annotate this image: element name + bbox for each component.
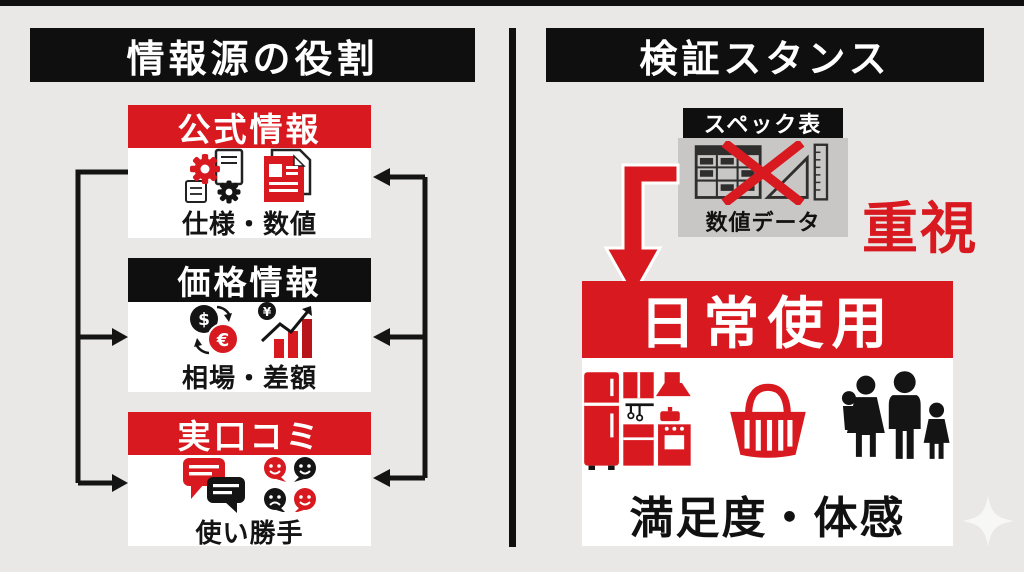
official-info-header: 公式情報 (128, 105, 371, 149)
chat-bubbles-icon (182, 458, 245, 513)
price-info-caption: 相場・差額 (181, 364, 317, 394)
reviews-icons (128, 455, 371, 513)
red-down-arrow (603, 163, 680, 300)
arrowhead-into-reviews (112, 474, 128, 492)
red-gear-icon (189, 154, 220, 184)
svg-text:¥: ¥ (262, 305, 271, 319)
daily-use-caption: 満足度・体感 (629, 493, 906, 544)
panel-divider (509, 28, 516, 547)
grin-red-emoji (293, 488, 316, 512)
currency-exchange-icon: $ € (189, 305, 239, 355)
sparkle-icon (962, 495, 1014, 547)
official-info-caption: 仕様・数値 (181, 210, 317, 240)
price-info-icons: $ € ¥ (128, 302, 371, 358)
spec-sheet-body: 数値データ (678, 138, 848, 237)
emphasis-text: 重視 (862, 197, 978, 262)
daily-use-icons (582, 358, 953, 482)
official-info-icons (128, 148, 371, 204)
happy-red-emoji (263, 457, 286, 482)
reviews-label: 実口コミ (177, 416, 322, 456)
daily-use-label: 日常使用 (639, 292, 896, 357)
svg-text:€: € (215, 330, 229, 351)
ruler-icon (813, 143, 829, 201)
spec-table-crossed-icon (694, 141, 829, 205)
svg-text:$: $ (198, 310, 210, 330)
official-info-label: 公式情報 (177, 109, 322, 149)
red-document-icon (263, 148, 311, 202)
daily-use-header: 日常使用 (582, 281, 953, 358)
spec-sheet-caption: 数値データ (705, 211, 821, 236)
gears-document-icon (184, 148, 243, 204)
reviews-header: 実口コミ (128, 412, 371, 456)
black-gear-icon (217, 180, 240, 204)
top-border-bar (0, 0, 1024, 6)
reviews-body: 使い勝手 (128, 455, 371, 549)
bar-chart-growth-icon: ¥ (257, 302, 312, 358)
red-cross-icon (721, 141, 805, 205)
right-panel-title: 検証スタンス (546, 28, 984, 82)
arrowhead-into-official (373, 168, 390, 186)
official-info-body: 仕様・数値 (128, 148, 371, 240)
arrowhead-into-reviews-right (373, 469, 390, 487)
spec-sheet-label: スペック表 (703, 113, 823, 138)
family-icon (842, 371, 951, 459)
left-panel-title: 情報源の役割 (30, 28, 475, 82)
left-panel-title-text: 情報源の役割 (126, 36, 379, 81)
price-info-label: 価格情報 (177, 263, 322, 302)
shopping-basket-icon (729, 383, 806, 458)
spec-sheet-header: スペック表 (683, 108, 843, 138)
happy-black-emoji (293, 457, 316, 482)
arrowhead-into-price-right (373, 328, 390, 346)
arrowhead-into-price (112, 328, 128, 346)
sad-black-emoji (263, 488, 286, 512)
kitchen-appliances-icon (584, 372, 691, 470)
emoji-reactions-icon (263, 457, 316, 512)
reviews-caption: 使い勝手 (195, 519, 304, 549)
price-info-body: $ € ¥ 相場・差額 (128, 302, 371, 394)
price-info-header: 価格情報 (128, 258, 371, 302)
right-panel-title-text: 検証スタンス (639, 36, 891, 81)
daily-use-body: 満足度・体感 (582, 358, 953, 546)
